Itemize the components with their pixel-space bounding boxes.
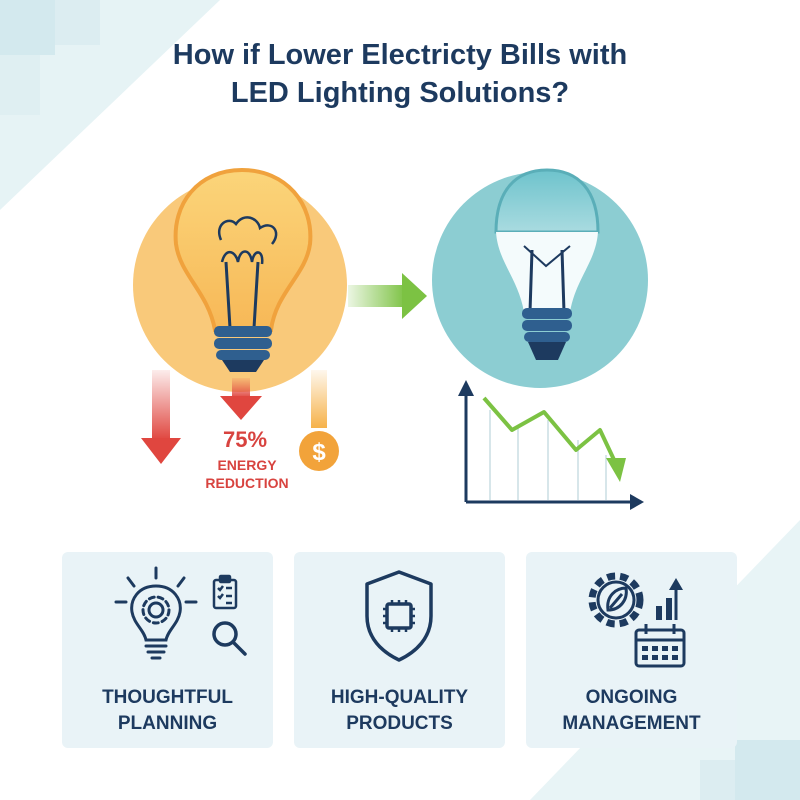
energy-reduction-label-line-1: ENERGY	[217, 457, 277, 473]
card-label-line-2: PRODUCTS	[346, 713, 453, 734]
products-icon-group	[365, 570, 433, 662]
card-label-line-2: MANAGEMENT	[562, 713, 701, 734]
card-label-line-1: ONGOING	[585, 687, 678, 708]
energy-reduction-percent: 75%	[222, 427, 268, 452]
bg-square-3	[0, 55, 40, 115]
incandescent-bulb-icon	[173, 167, 313, 372]
bg-square-5	[700, 760, 735, 800]
bar-arrow-icon	[656, 578, 683, 620]
shield-chip-icon	[365, 570, 433, 662]
dollar-symbol: $	[312, 439, 326, 466]
energy-reduction-label-line-2: REDUCTION	[205, 475, 289, 491]
red-arrow-center-head	[220, 396, 262, 420]
red-arrow-center-shaft	[232, 378, 250, 398]
card-label-line-2: PLANNING	[117, 713, 218, 734]
page-title: How if Lower Electricty Bills with LED L…	[0, 36, 800, 112]
card-ongoing-management: ONGOING MANAGEMENT	[526, 552, 737, 748]
red-arrow-left-head	[141, 438, 181, 464]
bg-square-1	[0, 0, 55, 55]
card-thoughtful-planning: THOUGHTFUL PLANNING	[62, 552, 273, 748]
card-label-line-1: THOUGHTFUL	[102, 687, 233, 708]
card-label: THOUGHTFUL PLANNING	[62, 685, 273, 737]
magnifier-icon	[212, 621, 247, 656]
clipboard-icon	[212, 574, 238, 610]
calendar-icon	[634, 624, 686, 668]
orange-arrow-shaft	[311, 370, 327, 428]
green-arrow-head	[402, 273, 427, 319]
dollar-coin-icon	[299, 431, 339, 471]
bg-square-2	[55, 0, 100, 45]
green-arrow-shaft	[348, 285, 406, 307]
planning-icon-group	[114, 566, 247, 660]
management-icon-group	[588, 572, 686, 668]
red-arrow-left-shaft	[152, 370, 170, 440]
title-line-2: LED Lighting Solutions?	[230, 77, 570, 109]
gear-leaf-icon	[588, 572, 644, 628]
led-bulb-icon	[494, 168, 600, 360]
card-label: HIGH-QUALITY PRODUCTS	[294, 685, 505, 737]
card-high-quality-products: HIGH-QUALITY PRODUCTS	[294, 552, 505, 748]
lightbulb-gear-icon	[114, 566, 198, 660]
bg-square-4	[735, 740, 800, 800]
card-label-line-1: HIGH-QUALITY	[330, 687, 469, 708]
energy-reduction-label: ENERGY REDUCTION	[182, 456, 312, 492]
card-label: ONGOING MANAGEMENT	[526, 685, 737, 737]
title-line-1: How if Lower Electricty Bills with	[172, 39, 628, 71]
declining-trend-graph-icon	[458, 380, 644, 510]
